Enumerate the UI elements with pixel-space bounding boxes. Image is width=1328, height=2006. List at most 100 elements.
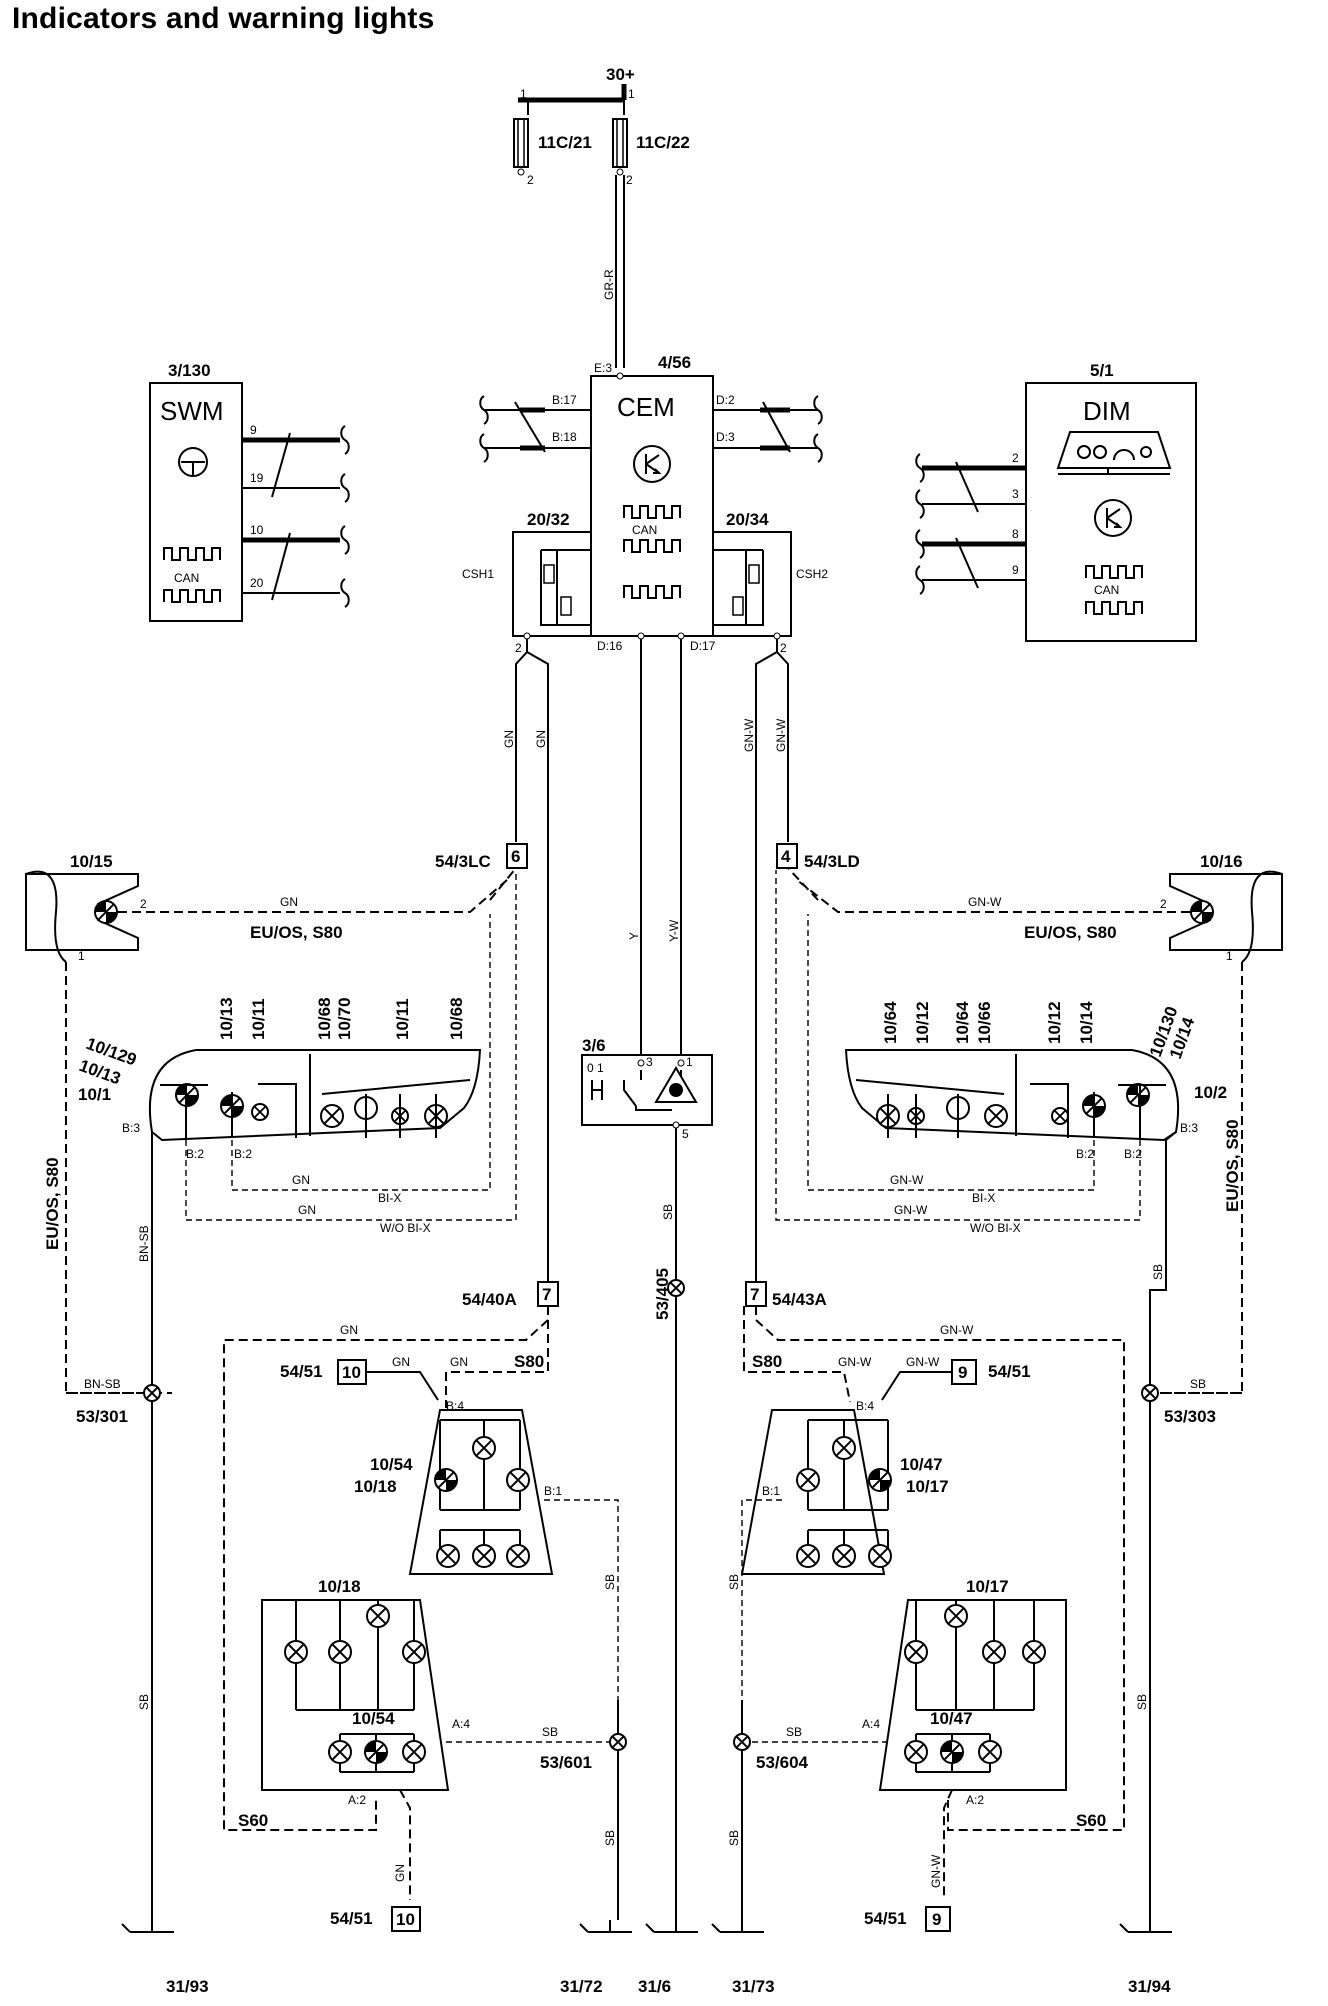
lamp-10-18b-housing [261, 1599, 450, 1791]
wire-gn-label-5: GN [298, 1203, 316, 1217]
csh2-box [712, 531, 792, 637]
lamp-cluster-left-pin-b2b: B:2 [234, 1147, 252, 1161]
note-bix-right: BI-X [972, 1191, 995, 1205]
ground-31-73-label: 31/73 [732, 1977, 775, 1996]
ground-31-72-icon [579, 1919, 633, 1933]
hazard-pin-3: 3 [646, 1055, 653, 1069]
wire-gn-label-3: GN [280, 895, 298, 909]
hazard-switch-positions: 0 1 [587, 1061, 604, 1075]
wire-grr-label: GR-R [602, 269, 616, 300]
cem-code: 4/56 [658, 353, 691, 372]
hazard-switch-box [581, 1054, 713, 1126]
lamp-cluster-right-top-1: 10/64 [881, 1001, 900, 1044]
note-bix-left: BI-X [378, 1191, 401, 1205]
swm-can-label: CAN [174, 571, 199, 585]
lamp-10-16-code: 10/16 [1200, 852, 1243, 871]
csh2-pin-2: 2 [780, 641, 787, 655]
lamp-cluster-right-pin-b2b: B:2 [1124, 1147, 1142, 1161]
connector-54-51-right-label: 54/51 [988, 1362, 1031, 1381]
lamp-10-54-pin-b1: B:1 [544, 1484, 562, 1498]
lamp-10-17b-housing [878, 1599, 1067, 1791]
lamp-cluster-left-top-6: 10/68 [447, 997, 466, 1040]
connector-54-51-bl-label: 54/51 [330, 1909, 373, 1928]
note-s60-right: S60 [1076, 1811, 1106, 1830]
wire-sb-label-8: SB [786, 1725, 802, 1739]
ground-31-94-icon [1119, 1919, 1173, 1933]
wire-sb-label-1: SB [1151, 1264, 1165, 1280]
dim-pin-9: 9 [1012, 563, 1019, 577]
dim-name: DIM [1083, 396, 1131, 426]
lamp-10-47b-pin-a4: A:4 [862, 1717, 880, 1731]
wire-gnw-label-4: GN-W [890, 1173, 924, 1187]
hazard-pin-1: 1 [686, 1055, 693, 1069]
wire-yw-label: Y-W [667, 919, 681, 942]
dim-code: 5/1 [1090, 361, 1114, 380]
svg-text:2: 2 [1160, 897, 1167, 911]
csh2-code: 20/34 [726, 510, 769, 529]
steering-wheel-icon [178, 447, 208, 477]
wire-gnw-label-9: GN-W [929, 1854, 943, 1888]
lamp-cluster-left-top-5: 10/11 [393, 998, 412, 1040]
wire-y-label: Y [627, 932, 641, 940]
ground-31-72-label: 31/72 [560, 1977, 603, 1996]
wire-bnsb-label-1: BN-SB [137, 1225, 151, 1262]
wire-sb-label-4: SB [603, 1830, 617, 1846]
wire-sb-label-2: SB [661, 1204, 675, 1220]
fuse-11c22-label: 11C/22 [636, 133, 690, 152]
lamp-cluster-right-pin-b3: B:3 [1180, 1121, 1198, 1135]
dim-transistor-icon [1094, 499, 1132, 537]
note-euos-s80-right: EU/OS, S80 [1024, 923, 1117, 942]
ground-31-73-icon [711, 1919, 765, 1933]
wire-gn-label-7: GN [392, 1355, 410, 1369]
csh1-name: CSH1 [462, 567, 494, 581]
svg-text:1: 1 [628, 87, 635, 101]
wire-sb-label-6: SB [727, 1574, 741, 1590]
svg-text:1: 1 [78, 949, 85, 963]
note-s60-left: S60 [238, 1811, 268, 1830]
svg-text:1: 1 [520, 87, 527, 101]
connector-54-3ld-label: 54/3LD [804, 852, 860, 871]
lamp-10-54-code: 10/54 [370, 1455, 413, 1474]
lamp-10-47-code: 10/47 [900, 1455, 943, 1474]
lamp-10-47b-code: 10/47 [930, 1709, 973, 1728]
connector-54-51-right-pin: 9 [958, 1363, 967, 1382]
wire-gnw-label-7: GN-W [838, 1355, 872, 1369]
swm-pin-10: 10 [250, 523, 264, 537]
lamp-cluster-right-top-5: 10/12 [1045, 1001, 1064, 1044]
connector-54-3ld-pin: 4 [781, 847, 791, 866]
lamp-cluster-left-top-2: 10/11 [249, 998, 268, 1040]
connector-54-51-br-label: 54/51 [864, 1909, 907, 1928]
ground-31-94-label: 31/94 [1128, 1977, 1171, 1996]
splice-53-301-label: 53/301 [76, 1407, 128, 1426]
lamp-cluster-left-code-3: 10/1 [78, 1085, 111, 1104]
cem-pin-b18: B:18 [552, 430, 577, 444]
wire-gn-label-1: GN [502, 730, 516, 748]
splice-53-604-icon [733, 1733, 751, 1751]
lamp-cluster-right-code-3: 10/2 [1194, 1083, 1227, 1102]
swm-pin-20: 20 [250, 576, 264, 590]
connector-54-40a-pin: 7 [542, 1285, 551, 1304]
connector-54-51-left-label: 54/51 [280, 1362, 323, 1381]
svg-text:2: 2 [626, 173, 633, 187]
note-euos-right-vertical: EU/OS, S80 [1223, 1119, 1242, 1212]
lamp-cluster-right-top-4: 10/66 [975, 1001, 994, 1044]
lamp-10-47b-pin-a2: A:2 [966, 1793, 984, 1807]
connector-54-3lc-pin: 6 [511, 847, 520, 866]
splice-53-303-icon [1141, 1384, 1159, 1402]
splice-53-604-label: 53/604 [756, 1753, 809, 1772]
cem-pin-e3: E:3 [594, 361, 612, 375]
lamp-10-17b-code: 10/17 [966, 1577, 1009, 1596]
connector-54-43a-pin: 7 [750, 1285, 759, 1304]
fuse-11c21-label: 11C/21 [538, 133, 592, 152]
cem-pin-b17: B:17 [552, 393, 577, 407]
note-euos-left-vertical: EU/OS, S80 [43, 1157, 62, 1250]
wire-gnw-label-1: GN-W [742, 718, 756, 752]
note-s80-right: S80 [752, 1352, 782, 1371]
swm-name: SWM [160, 396, 224, 426]
lamp-cluster-left-top-3: 10/68 [315, 997, 334, 1040]
connector-54-43a-label: 54/43A [772, 1290, 827, 1309]
wire-bnsb-label-2: BN-SB [84, 1377, 121, 1391]
connector-54-51-bl-pin: 10 [396, 1910, 415, 1929]
svg-text:1: 1 [1226, 949, 1233, 963]
